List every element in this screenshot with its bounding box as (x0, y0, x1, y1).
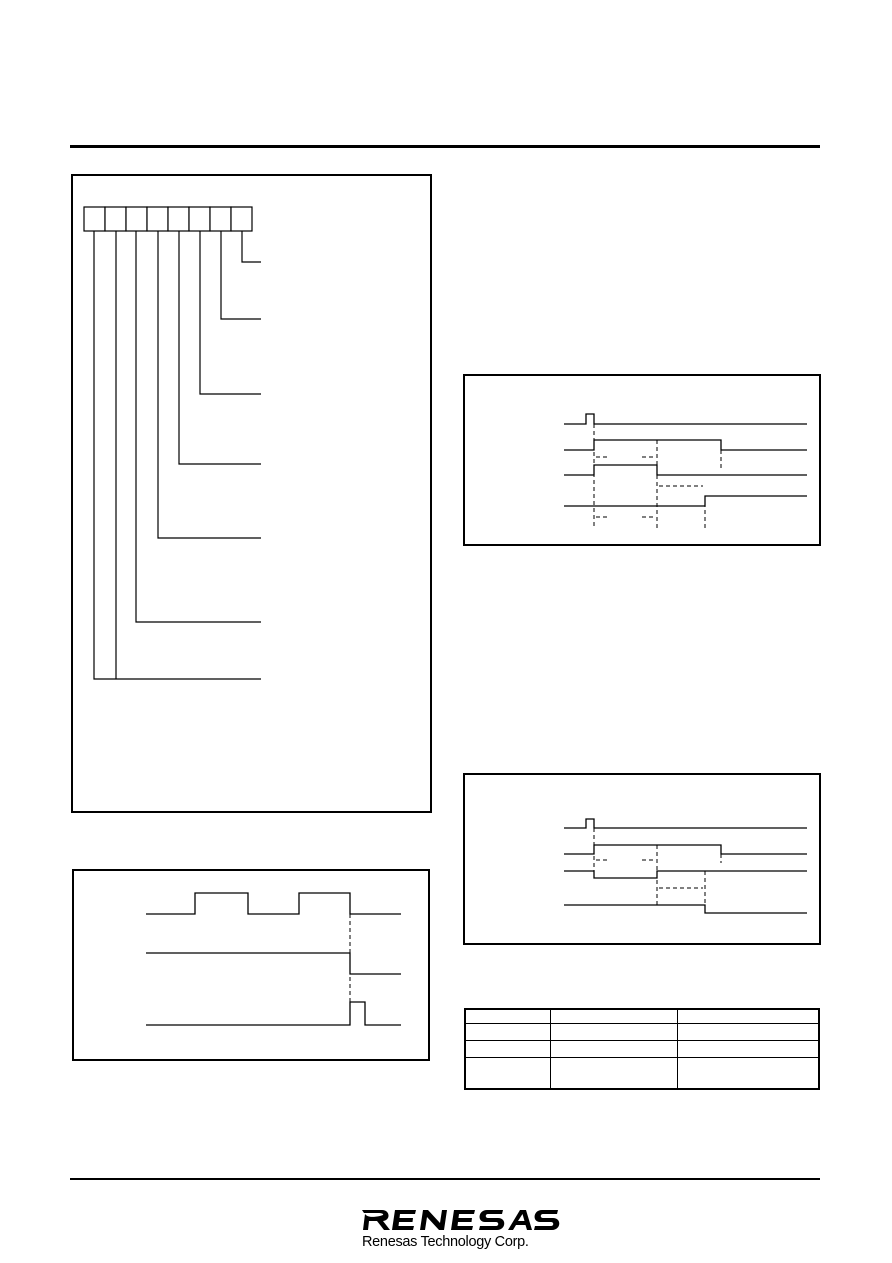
timing-diagram-3 (564, 818, 807, 914)
signal-a-waveform (564, 439, 807, 451)
leader-bit-5 (135, 231, 261, 623)
timing-diagram-panel-1 (72, 869, 430, 1061)
register-bit-map (83, 206, 261, 680)
leader-bit-2 (199, 231, 261, 395)
table-cell (550, 1056, 678, 1090)
signal-a-waveform (564, 844, 807, 855)
bit-box-1 (209, 206, 232, 232)
level-waveform (146, 952, 401, 975)
timing-diagram-1 (146, 892, 401, 1026)
bit-box-6 (104, 206, 127, 232)
timing-diagram-panel-2 (463, 374, 821, 546)
bit-boxes (83, 206, 253, 232)
table-header-row (464, 1008, 820, 1024)
table-cell (677, 1022, 820, 1041)
table-cell (550, 1008, 678, 1024)
bit-leader-lines (93, 231, 261, 680)
signal-b-waveform (564, 870, 807, 879)
leader-bit-0 (241, 231, 261, 263)
table-cell (464, 1056, 551, 1090)
bit-box-7 (83, 206, 106, 232)
renesas-logo: Renesas Technology Corp. (360, 1200, 560, 1256)
table-cell (464, 1039, 551, 1058)
leader-bit-4 (157, 231, 261, 539)
data-table (464, 1008, 820, 1090)
footer-rule (70, 1178, 820, 1180)
register-diagram-panel (71, 174, 432, 813)
bit-box-2 (188, 206, 211, 232)
trigger-pulse-waveform (564, 818, 807, 829)
table-cell (677, 1008, 820, 1024)
timing-diagram-2 (564, 413, 807, 528)
bit-box-4 (146, 206, 169, 232)
bit-box-0 (230, 206, 253, 232)
header-rule (70, 145, 820, 148)
table-cell (677, 1056, 820, 1090)
table-row (464, 1056, 820, 1090)
table-cell (464, 1008, 551, 1024)
trigger-pulse-waveform (564, 413, 807, 425)
leader-bit-7 (93, 231, 261, 680)
signal-b-waveform (564, 464, 807, 476)
company-name: Renesas Technology Corp. (362, 1234, 529, 1250)
table-cell (550, 1022, 678, 1041)
pulse-waveform (146, 1001, 401, 1026)
leader-bit-3 (178, 231, 261, 465)
leader-bit-1 (220, 231, 261, 320)
signal-c-waveform (564, 904, 807, 914)
table-row (464, 1039, 820, 1058)
clock-waveform (146, 892, 401, 915)
table-cell (550, 1039, 678, 1058)
table-row (464, 1022, 820, 1041)
bit-box-3 (167, 206, 190, 232)
table-cell (677, 1039, 820, 1058)
renesas-wordmark-logo (362, 1210, 560, 1230)
bit-box-5 (125, 206, 148, 232)
timing-diagram-panel-3 (463, 773, 821, 945)
table-cell (464, 1022, 551, 1041)
signal-c-waveform (564, 495, 807, 507)
